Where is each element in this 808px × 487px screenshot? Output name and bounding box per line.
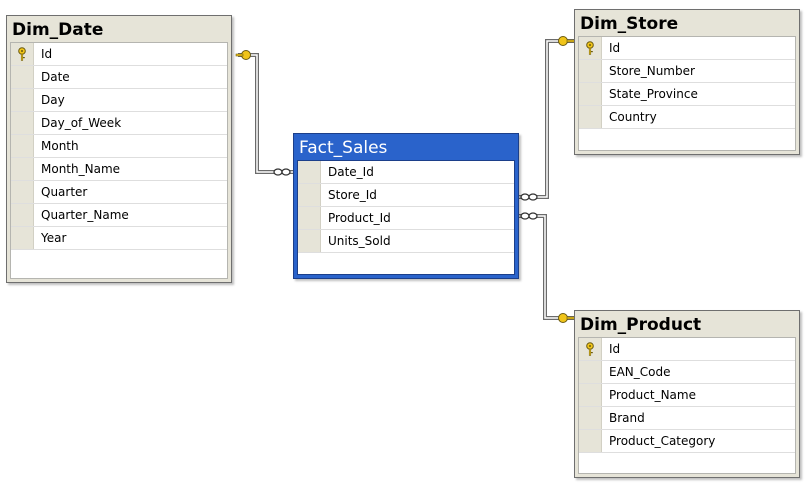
table-title: Dim_Date (12, 20, 104, 40)
row-selector[interactable] (11, 227, 34, 249)
row-selector[interactable] (579, 338, 602, 360)
key-icon (235, 50, 251, 60)
column-row[interactable]: State_Province (579, 83, 795, 106)
column-row[interactable]: Month_Name (11, 158, 227, 181)
column-row[interactable]: Country (579, 106, 795, 129)
table-title: Dim_Store (580, 14, 679, 34)
row-selector[interactable] (579, 407, 602, 429)
column-name: Date_Id (328, 165, 374, 179)
column-name: Id (609, 342, 621, 356)
column-list: Id EAN_Code Product_Name Brand Product_C… (578, 337, 796, 474)
column-row[interactable]: Product_Category (579, 430, 795, 453)
table-title: Dim_Product (580, 315, 702, 335)
table-dim-product[interactable]: Dim_Product Id EAN_Code Product_Name Bra… (574, 310, 800, 478)
relationship-fact-product[interactable] (519, 214, 576, 320)
row-selector[interactable] (298, 207, 321, 229)
column-row[interactable]: Brand (579, 407, 795, 430)
infinity-icon (273, 168, 291, 176)
column-name: Id (609, 41, 621, 55)
column-row[interactable]: Id (579, 338, 795, 361)
row-selector[interactable] (11, 89, 34, 111)
column-row[interactable]: Product_Id (298, 207, 514, 230)
column-name: Product_Name (609, 388, 696, 402)
row-selector[interactable] (11, 43, 34, 65)
row-selector[interactable] (11, 66, 34, 88)
infinity-icon (520, 212, 538, 220)
column-name: Brand (609, 411, 645, 425)
row-selector[interactable] (11, 158, 34, 180)
row-selector[interactable] (579, 60, 602, 82)
column-row[interactable]: Quarter (11, 181, 227, 204)
column-row[interactable]: Id (579, 37, 795, 60)
column-name: Year (41, 231, 67, 245)
column-row[interactable]: Units_Sold (298, 230, 514, 253)
column-list: Id Store_Number State_Province Country (578, 36, 796, 151)
key-icon (558, 313, 576, 323)
column-name: EAN_Code (609, 365, 671, 379)
table-dim-date[interactable]: Dim_Date Id Date Day Day_of_Week Month M… (6, 15, 232, 283)
column-row[interactable]: Month (11, 135, 227, 158)
column-name: Quarter_Name (41, 208, 129, 222)
column-name: Store_Id (328, 188, 377, 202)
column-row[interactable]: Quarter_Name (11, 204, 227, 227)
row-selector[interactable] (11, 204, 34, 226)
table-title: Fact_Sales (299, 138, 388, 158)
column-name: Month (41, 139, 79, 153)
column-name: Day_of_Week (41, 116, 122, 130)
column-row[interactable]: Date (11, 66, 227, 89)
column-row[interactable]: Store_Id (298, 184, 514, 207)
column-row[interactable]: Product_Name (579, 384, 795, 407)
column-name: Product_Category (609, 434, 716, 448)
column-row[interactable]: EAN_Code (579, 361, 795, 384)
row-selector[interactable] (579, 83, 602, 105)
key-icon (586, 41, 594, 55)
row-selector[interactable] (579, 361, 602, 383)
relationship-fact-date[interactable] (238, 53, 293, 174)
column-name: Id (41, 47, 53, 61)
column-row[interactable]: Store_Number (579, 60, 795, 83)
row-selector[interactable] (579, 37, 602, 59)
column-name: Month_Name (41, 162, 121, 176)
column-name: Day (41, 93, 65, 107)
row-selector[interactable] (11, 135, 34, 157)
column-row[interactable]: Year (11, 227, 227, 250)
column-name: Quarter (41, 185, 88, 199)
infinity-icon (520, 193, 538, 201)
row-selector[interactable] (298, 230, 321, 252)
row-selector[interactable] (579, 106, 602, 128)
row-selector[interactable] (298, 161, 321, 183)
column-row[interactable]: Id (11, 43, 227, 66)
row-selector[interactable] (298, 184, 321, 206)
column-row[interactable]: Date_Id (298, 161, 514, 184)
table-dim-store[interactable]: Dim_Store Id Store_Number State_Province… (574, 9, 800, 155)
column-name: Units_Sold (328, 234, 391, 248)
key-icon (558, 36, 576, 46)
column-name: State_Province (609, 87, 698, 101)
column-list: Date_Id Store_Id Product_Id Units_Sold (297, 160, 515, 275)
table-fact-sales[interactable]: Fact_Sales Date_Id Store_Id Product_Id U… (293, 133, 519, 279)
column-name: Date (41, 70, 70, 84)
column-list: Id Date Day Day_of_Week Month Month_Name… (10, 42, 228, 279)
row-selector[interactable] (579, 430, 602, 452)
column-name: Product_Id (328, 211, 391, 225)
row-selector[interactable] (579, 384, 602, 406)
row-selector[interactable] (11, 181, 34, 203)
row-selector[interactable] (11, 112, 34, 134)
key-icon (18, 47, 26, 61)
column-row[interactable]: Day (11, 89, 227, 112)
column-name: Store_Number (609, 64, 695, 78)
column-name: Country (609, 110, 657, 124)
column-row[interactable]: Day_of_Week (11, 112, 227, 135)
key-icon (586, 342, 594, 356)
